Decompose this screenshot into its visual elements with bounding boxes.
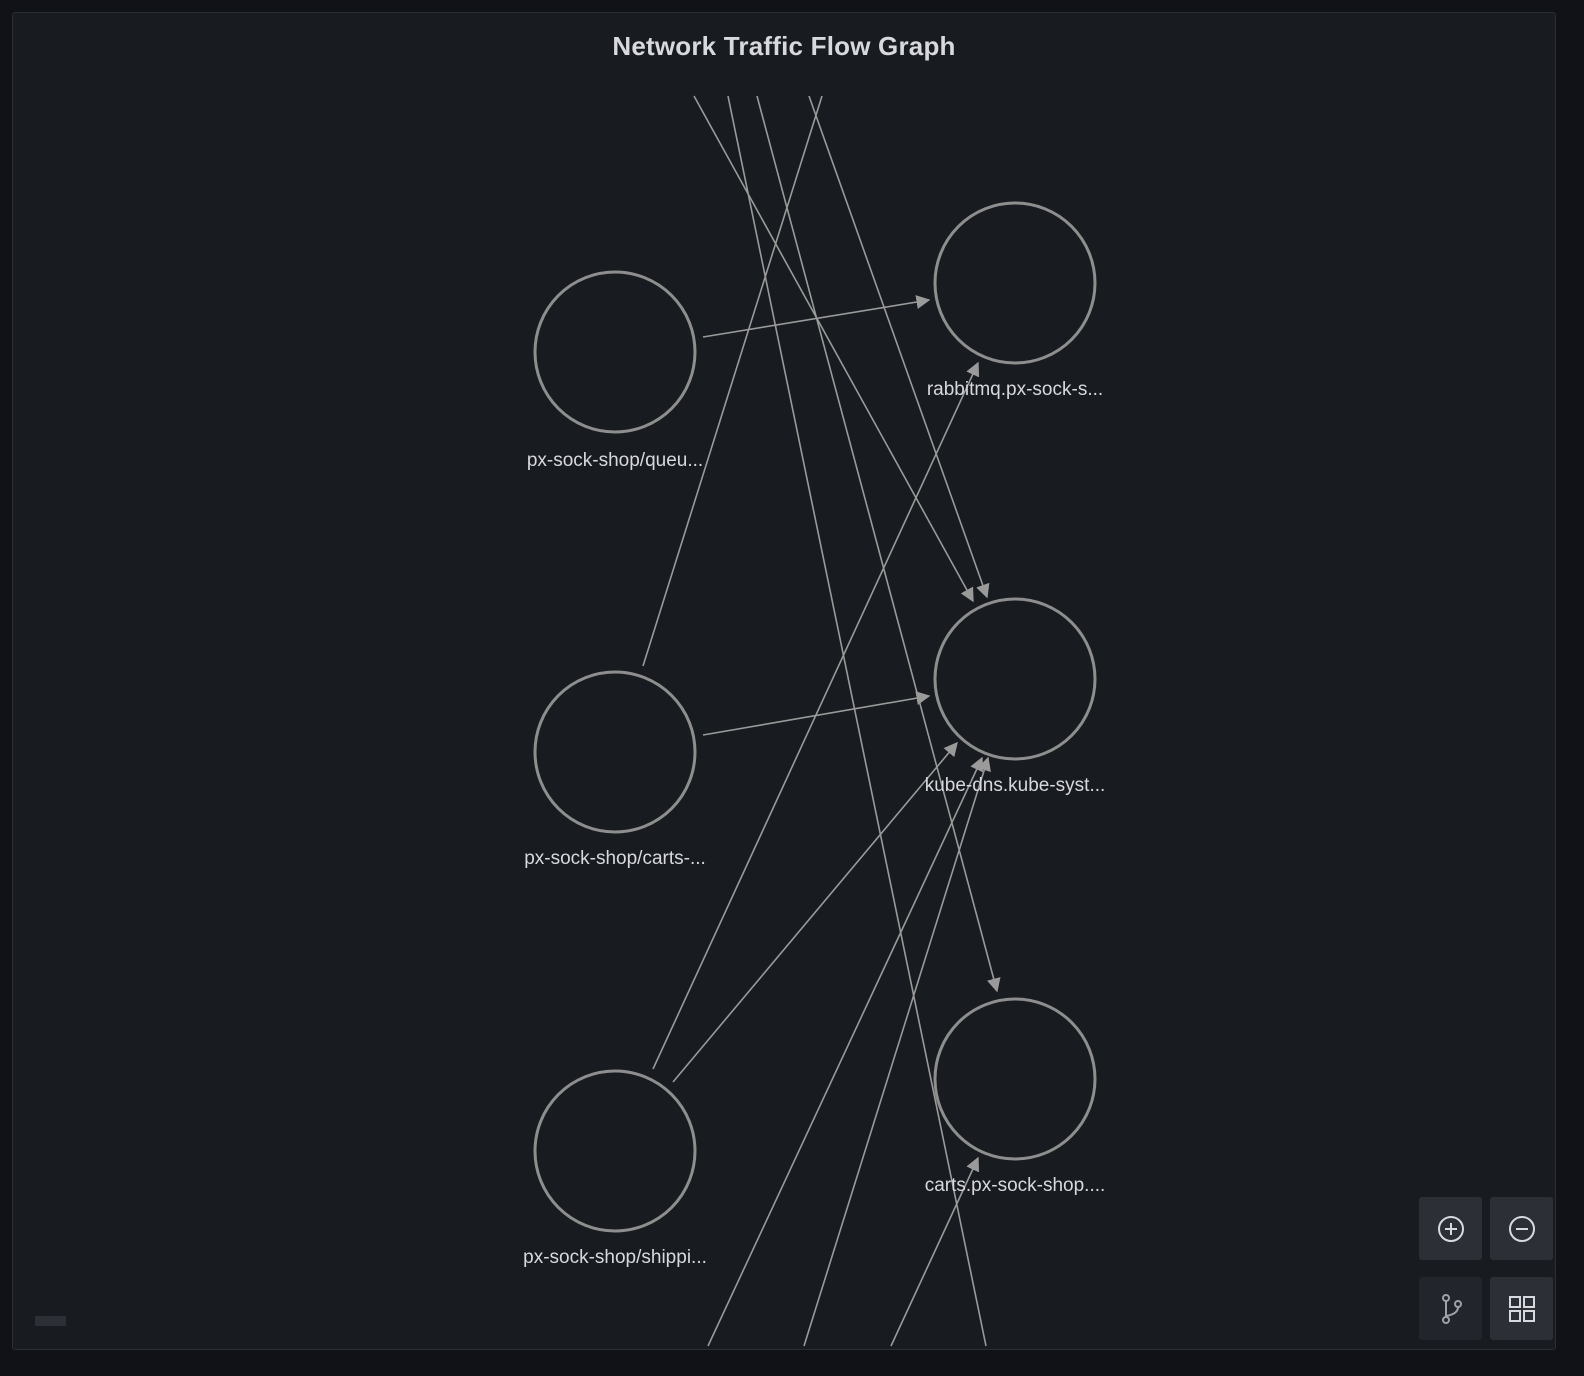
node-graph-canvas[interactable]: px-sock-shop/queu... px-sock-shop/carts-… [13,13,1555,1349]
edge [803,756,991,1347]
edge [672,741,958,1083]
zoom-in-button[interactable] [1419,1197,1482,1260]
branch-icon [1441,1293,1462,1324]
legend-placeholder [35,1316,66,1326]
node-label: px-sock-shop/shippi... [523,1247,707,1268]
node-circle[interactable] [533,1069,697,1233]
edges [642,95,1001,1347]
zoom-out-button[interactable] [1490,1197,1553,1260]
grid-layout-button[interactable] [1490,1277,1553,1340]
edge [642,95,823,667]
node-circle[interactable] [533,270,697,434]
node-shipping[interactable]: px-sock-shop/shippi... [523,1069,707,1268]
grid-icon [1508,1295,1535,1322]
edge [756,95,1001,993]
edge [727,95,987,1347]
edge [707,756,984,1347]
layout-toggle-button[interactable] [1419,1277,1482,1340]
node-label: rabbitmq.px-sock-s... [927,379,1103,400]
minus-circle-icon [1508,1215,1535,1242]
graph-panel: Network Traffic Flow Graph px-sock-shop [12,12,1556,1350]
node-label: kube-dns.kube-syst... [925,775,1106,796]
node-rabbitmq[interactable]: rabbitmq.px-sock-s... [927,201,1103,400]
panel-title: Network Traffic Flow Graph [612,31,956,61]
edge [890,1156,980,1347]
edge [808,95,990,599]
node-label: px-sock-shop/queu... [527,450,703,471]
node-circle[interactable] [533,670,697,834]
node-circle[interactable] [933,597,1097,761]
node-kube-dns[interactable]: kube-dns.kube-syst... [925,597,1106,796]
node-label: carts.px-sock-shop.... [925,1175,1106,1196]
plus-circle-icon [1437,1215,1464,1242]
node-carts[interactable]: px-sock-shop/carts-... [524,670,706,869]
node-circle[interactable] [933,997,1097,1161]
node-circle[interactable] [933,201,1097,365]
node-label: px-sock-shop/carts-... [524,848,706,869]
edge [693,95,974,603]
edge [652,361,980,1070]
node-carts-service[interactable]: carts.px-sock-shop.... [925,997,1106,1196]
node-queue-master[interactable]: px-sock-shop/queu... [527,270,703,471]
